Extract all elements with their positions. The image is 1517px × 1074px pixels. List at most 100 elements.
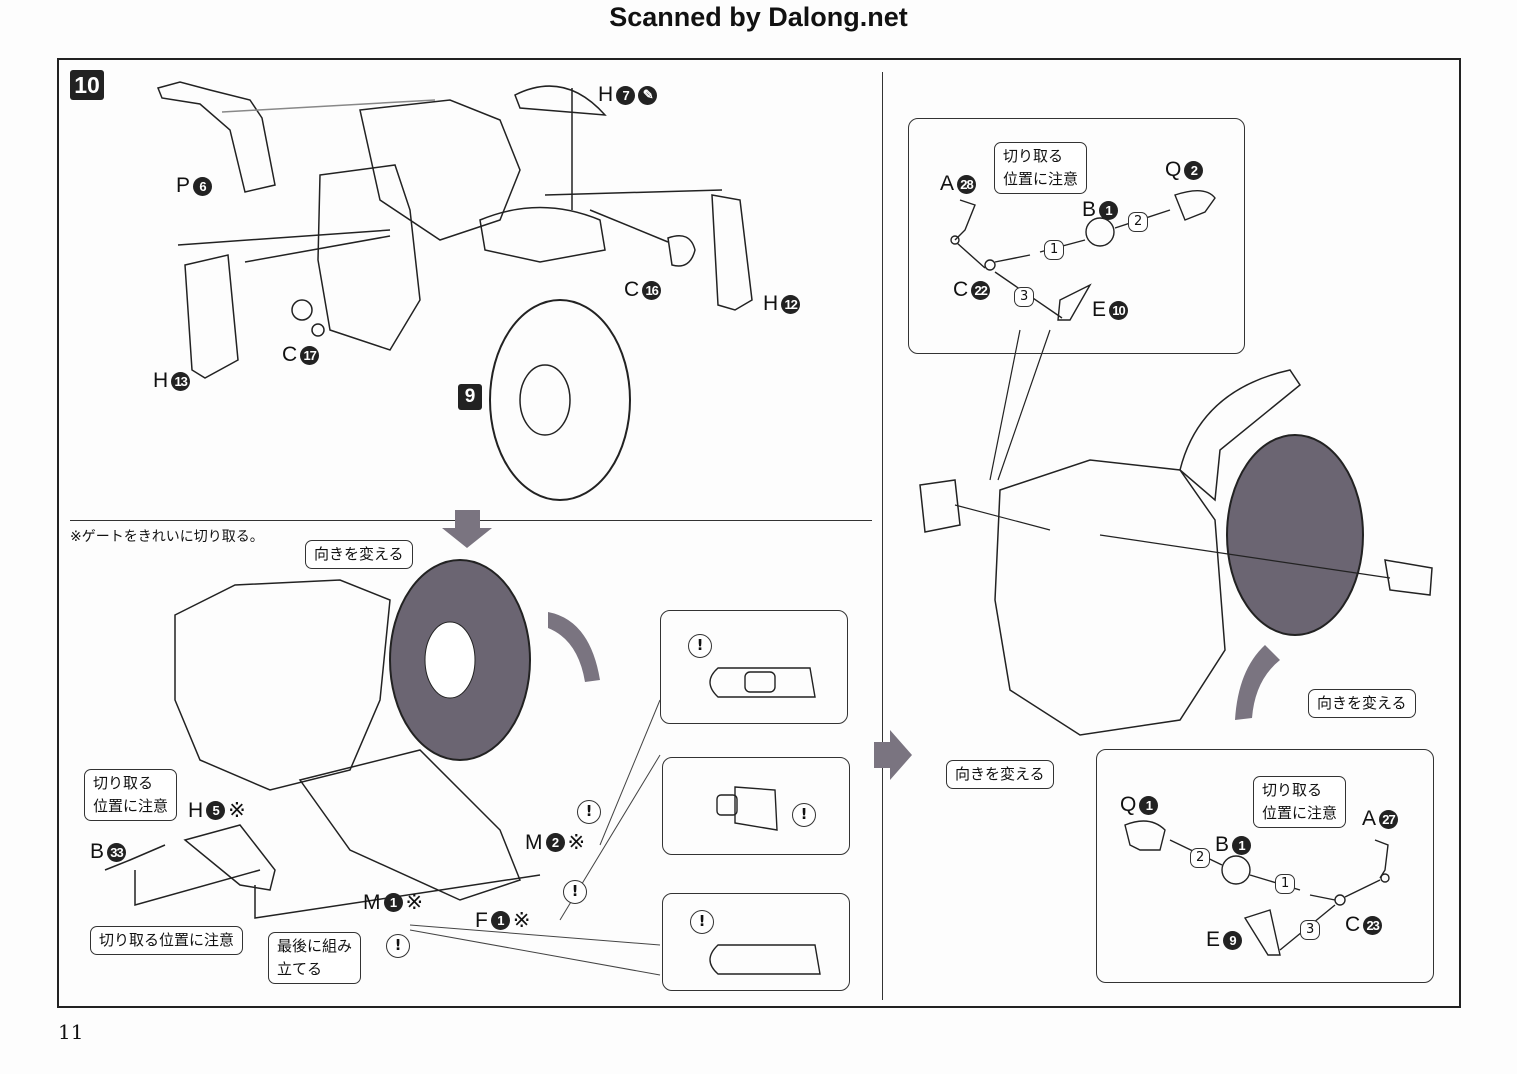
right-arrow <box>874 730 912 780</box>
part-number-badge: 12 <box>781 294 801 314</box>
engine-block <box>174 579 391 791</box>
part-number-badge: 16 <box>642 280 662 300</box>
part-number-badge: 5 <box>206 801 226 820</box>
watermark: Scanned by Dalong.net <box>609 2 908 32</box>
bike-body-right <box>994 459 1226 736</box>
rear-tire-right <box>1226 434 1364 636</box>
a28-arm <box>954 199 976 241</box>
rear-wheel <box>489 299 631 501</box>
right-mirror-assembly <box>1384 559 1433 596</box>
cut-position-long-callout: 切り取る位置に注意 <box>90 926 244 955</box>
p6-cowl-part <box>156 81 276 193</box>
front-cowl <box>479 206 606 263</box>
order-step-1: 1 <box>1044 240 1065 260</box>
rotate-arrow-right <box>1235 645 1280 720</box>
h13-side-panel <box>184 254 239 379</box>
part-number-badge: 17 <box>300 345 320 365</box>
warning-icon: ! <box>563 880 587 904</box>
warning-icon: ! <box>690 910 714 934</box>
warning-icon: ! <box>792 803 816 827</box>
down-arrow <box>442 510 492 548</box>
order-step-2: 2 <box>1190 848 1211 868</box>
warning-icon: ! <box>577 800 601 824</box>
q1-mirror <box>1124 820 1166 851</box>
gate-detail-panel-f1 <box>662 757 850 855</box>
cut-position-callout: 切り取る 位置に注意 <box>1253 776 1347 828</box>
a27-arm <box>1374 839 1389 879</box>
instruction-frame <box>57 58 1461 1008</box>
part-number-badge: 27 <box>1379 809 1399 829</box>
left-mirror-assembly <box>919 479 961 533</box>
part-number-badge: 1 <box>1099 200 1119 220</box>
part-number-badge: 2 <box>545 833 565 852</box>
gate-detail-panel-m2 <box>660 610 848 724</box>
gate-detail-panel-m1 <box>662 893 850 991</box>
m2-gate-shape <box>709 667 816 698</box>
part-number-badge: 1 <box>490 911 510 930</box>
vertical-divider <box>882 72 883 1000</box>
bike-frame-sketch <box>317 164 421 351</box>
c16-part <box>667 235 696 267</box>
gate-note: ※ゲートをきれいに切り取る。 <box>70 529 264 545</box>
part-number-badge: 1 <box>383 893 403 912</box>
order-step-3: 3 <box>1300 920 1321 940</box>
mirror-detail-panel-right <box>1096 749 1434 983</box>
part-number-badge: 13 <box>171 371 191 391</box>
warning-icon: ! <box>688 634 712 658</box>
c22-joint <box>984 259 996 271</box>
f1-gate-shape <box>734 786 778 831</box>
page-number: 11 <box>58 1020 84 1044</box>
b1-ball-lower <box>1221 855 1251 885</box>
h7-headlight-cover <box>514 85 607 116</box>
part-number-badge: 22 <box>971 280 991 300</box>
assemble-last-callout: 最後に組み 立てる <box>268 932 362 984</box>
order-step-2: 2 <box>1128 212 1149 232</box>
part-number-badge: 2 <box>1184 160 1204 180</box>
sub-step-badge: 9 <box>458 384 482 410</box>
rotate-arrow <box>548 612 600 682</box>
e10-lever <box>1057 283 1092 321</box>
b33-part <box>104 844 166 871</box>
h12-side-panel <box>711 194 753 311</box>
h5-tail-part <box>183 824 276 891</box>
mirror-detail-panel-left <box>908 118 1245 354</box>
part-number-badge: 33 <box>107 842 127 862</box>
change-direction-callout: 向きを変える <box>1308 689 1416 718</box>
cut-position-callout: 切り取る 位置に注意 <box>994 142 1088 194</box>
m1-gate-shape <box>709 944 821 975</box>
part-number-badge: 1 <box>1232 835 1252 855</box>
change-direction-callout: 向きを変える <box>305 540 413 569</box>
step-number-badge: 10 <box>70 70 104 100</box>
q2-mirror <box>1174 190 1216 221</box>
part-number-badge: 23 <box>1363 915 1383 935</box>
b1-ball <box>1085 217 1115 247</box>
part-number-badge: 10 <box>1109 300 1129 320</box>
part-number-badge: 6 <box>193 176 213 196</box>
cut-position-callout: 切り取る 位置に注意 <box>84 769 178 821</box>
change-direction-callout: 向きを変える <box>946 760 1054 789</box>
c17-part <box>291 299 313 321</box>
paint-icon: ✎ <box>638 85 658 105</box>
